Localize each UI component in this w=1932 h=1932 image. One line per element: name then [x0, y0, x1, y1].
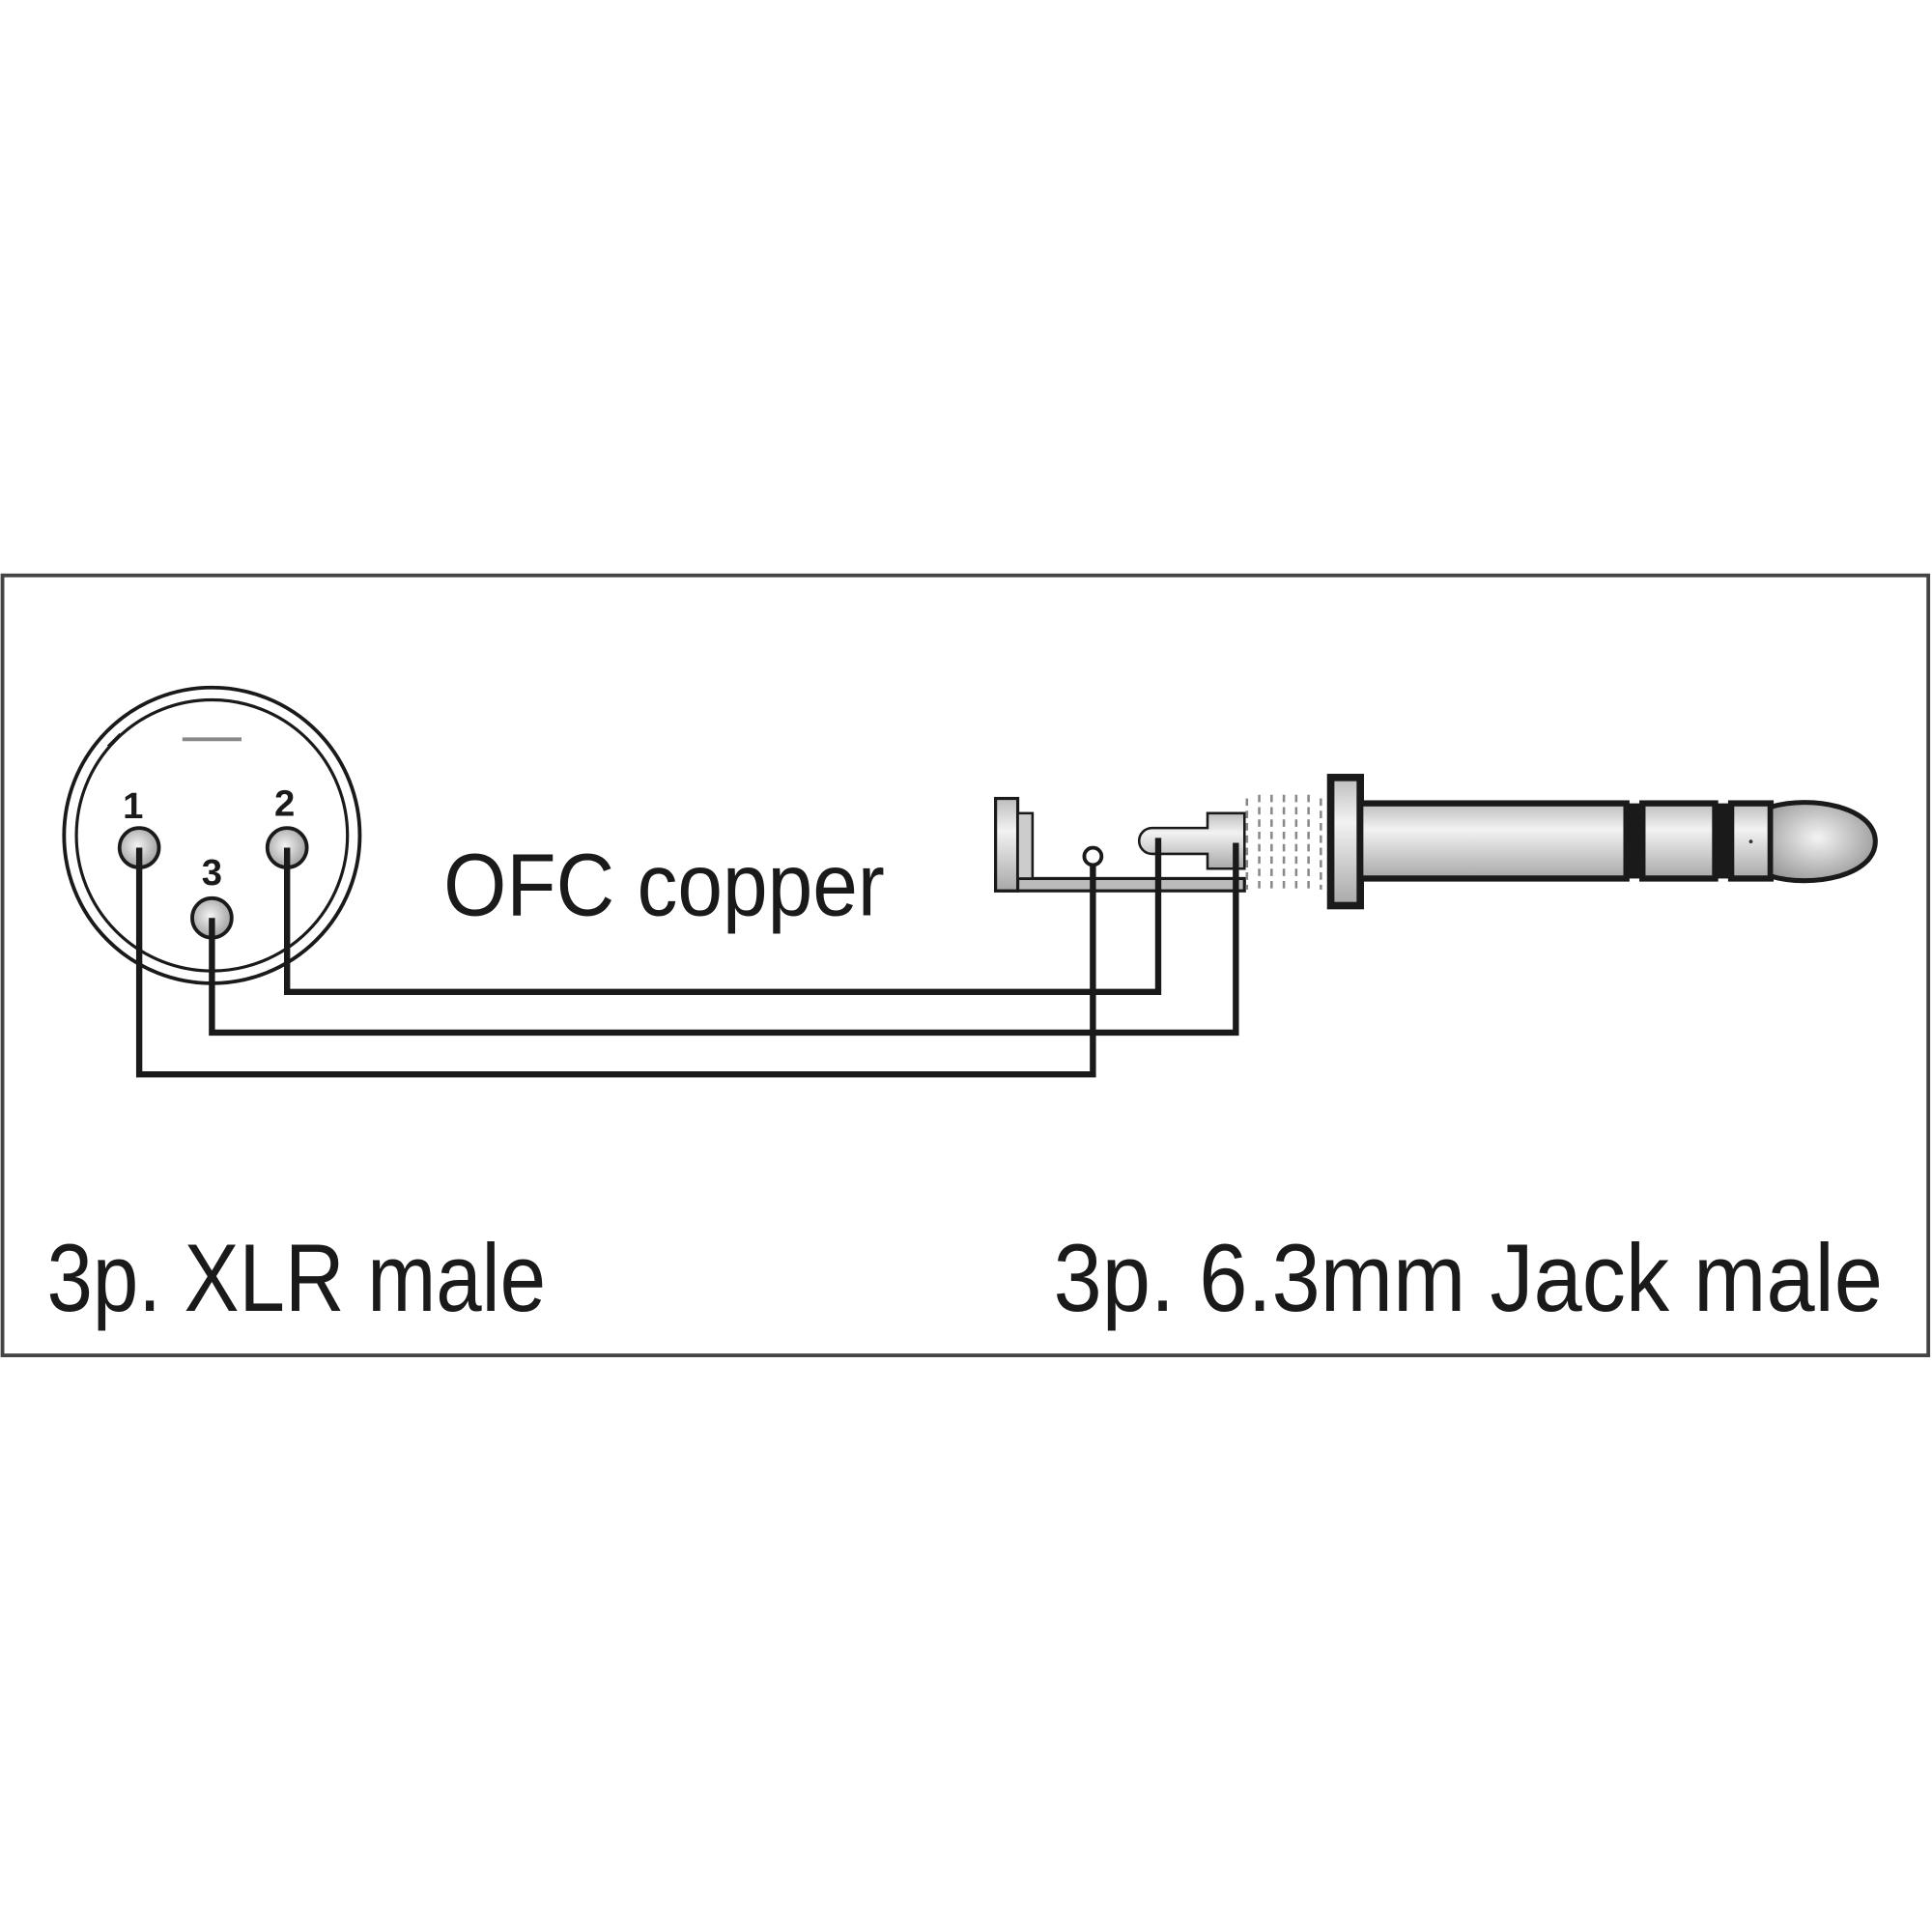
pin-label-1: 1 — [123, 785, 143, 827]
pin-label-2: 2 — [274, 782, 295, 824]
diagram-frame — [0, 573, 1931, 1357]
wire-pin-3 — [209, 842, 1239, 1037]
wire-pin-2 — [284, 838, 1162, 995]
right-connector-label: 3p. 6.3mm Jack male — [1054, 1225, 1883, 1332]
left-connector-label: 3p. XLR male — [46, 1225, 546, 1332]
jack-sleeve-contact — [1082, 845, 1104, 867]
pin-label-3: 3 — [202, 852, 222, 894]
jack-plug — [994, 774, 1878, 910]
cable-label: OFC copper — [443, 837, 885, 935]
wire-pin-1 — [135, 847, 1096, 1078]
